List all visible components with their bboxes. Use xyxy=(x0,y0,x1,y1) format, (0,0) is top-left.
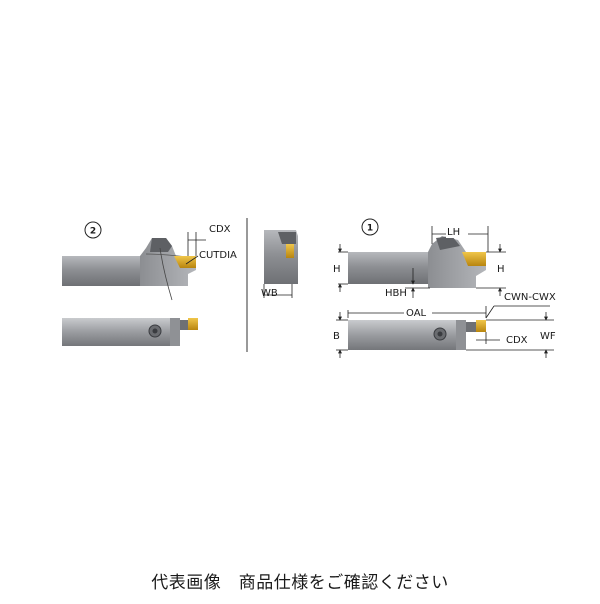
view2-group: 2 CDX CUTDIA xyxy=(62,221,237,346)
view2-badge xyxy=(84,221,102,239)
view1-cwn-cwx-label: CWN-CWX xyxy=(504,292,556,303)
view2-cdx-label: CDX xyxy=(209,224,231,235)
view1-oal-label: OAL xyxy=(406,308,427,319)
view1-badge xyxy=(361,218,379,236)
end-view-insert xyxy=(286,244,294,258)
view1-top-body xyxy=(348,320,486,350)
end-view-group: WB xyxy=(261,230,298,299)
end-view-wb-label: WB xyxy=(261,288,278,299)
view1-top-insert xyxy=(476,320,486,332)
view2-cutdia-label: CUTDIA xyxy=(199,250,237,261)
view1-group: 1 LH H H HBH xyxy=(333,218,556,358)
view1-h-right-label: H xyxy=(497,264,505,275)
view1-b-label: B xyxy=(333,331,340,342)
view1-badge-label: 1 xyxy=(367,224,373,234)
view1-wf-label: WF xyxy=(540,331,556,342)
view1-hbh-label: HBH xyxy=(385,288,407,299)
view1-lh-label: LH xyxy=(447,227,460,238)
view2-top-body xyxy=(62,318,198,346)
caption: 代表画像 商品仕様をご確認ください xyxy=(151,573,449,593)
view1-insert xyxy=(462,252,486,266)
view1-cdx-label: CDX xyxy=(506,335,528,346)
view2-badge-label: 2 xyxy=(90,227,96,237)
view1-h-left-label: H xyxy=(333,264,341,275)
view2-top-insert xyxy=(188,318,198,330)
view2-insert xyxy=(174,256,196,268)
view1-side-body xyxy=(348,236,486,288)
view2-side-body xyxy=(62,238,197,301)
